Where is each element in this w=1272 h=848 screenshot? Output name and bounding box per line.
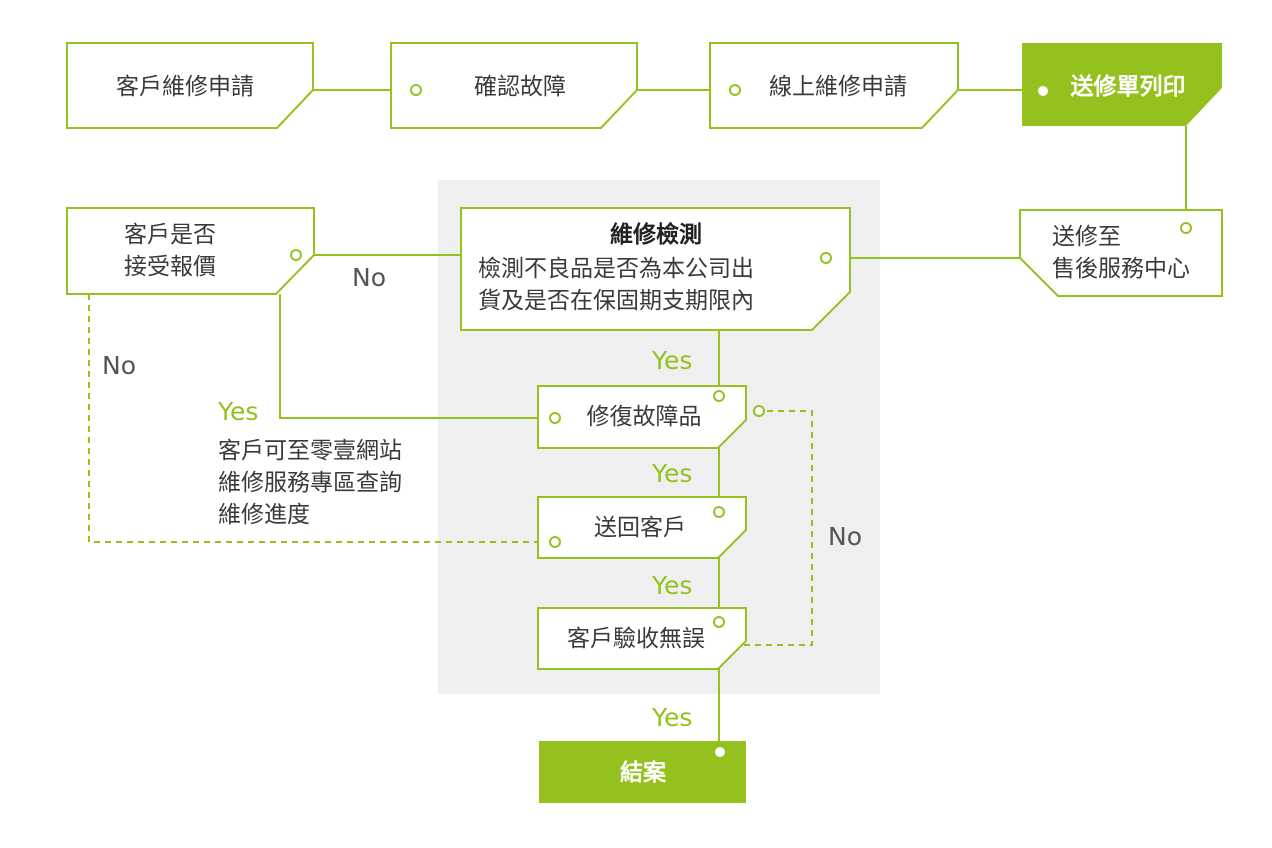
connector-acceptance-no-repair [744,410,813,646]
connector-quote-yes-repair [279,294,554,419]
label-yes-acceptance: Yes [651,703,692,732]
node-acceptance-text: 客戶驗收無誤 [567,626,705,652]
dot-online-in [729,84,741,96]
note-line3: 維修進度 [218,502,310,528]
node-acceptance [537,607,747,670]
connectors [279,89,1187,750]
node-inspection [460,207,851,331]
node-accept-quote-line2: 接受報價 [124,254,216,280]
node-online-apply-text: 線上維修申請 [769,74,907,100]
dot-return-top [713,506,725,518]
node-inspection-desc-line1: 檢測不良品是否為本公司出 [478,256,754,282]
dot-repair-left [549,412,561,424]
dot-return-left [549,536,561,548]
connector-quote-no-return [88,294,554,543]
node-inspection-desc-line2: 貨及是否在保固期支期限內 [478,288,754,314]
label-no-quote: No [352,263,386,292]
dot-confirm-in [410,84,422,96]
node-online-apply [709,42,959,129]
connector-dots [290,84,1192,628]
dot-print-form [1038,86,1048,96]
dot-inspection-out [820,252,832,264]
note-line1: 客戶可至零壹網站 [218,438,402,464]
label-yes-repair: Yes [651,459,692,488]
node-repair-text: 修復故障品 [587,404,702,430]
note-line2: 維修服務專區查詢 [218,470,402,496]
node-send-center-line1: 送修至 [1052,224,1121,250]
node-confirm [390,42,638,129]
node-inspection-title: 維修檢測 [610,221,702,248]
node-accept-quote-line1: 客戶是否 [124,222,216,248]
node-print-form-text: 送修單列印 [1071,73,1186,100]
node-repair [537,385,747,449]
node-send-center-line2: 售後服務中心 [1052,256,1190,282]
node-return-customer [537,496,747,559]
dot-quote-in [290,249,302,261]
dashed-connectors [88,294,813,646]
node-print-form [1022,43,1222,126]
node-accept-quote [66,207,315,295]
label-yes-inspection: Yes [651,346,692,375]
node-close-text: 結案 [620,759,667,786]
node-apply-text: 客戶維修申請 [116,74,254,100]
node-apply [66,42,314,129]
dot-repair-top [713,390,725,402]
dot-acceptance-top [713,616,725,628]
label-no-acceptance: No [828,522,862,551]
label-yes-quote: Yes [217,397,258,426]
node-return-customer-text: 送回客戶 [594,515,686,541]
dot-close [715,747,725,757]
dot-center-in [1180,222,1192,234]
dot-repair-right [753,405,765,417]
node-close [539,741,746,803]
node-send-center [1019,209,1223,297]
label-yes-return: Yes [651,571,692,600]
label-no-return: No [102,351,136,380]
node-confirm-text: 確認故障 [474,74,566,100]
